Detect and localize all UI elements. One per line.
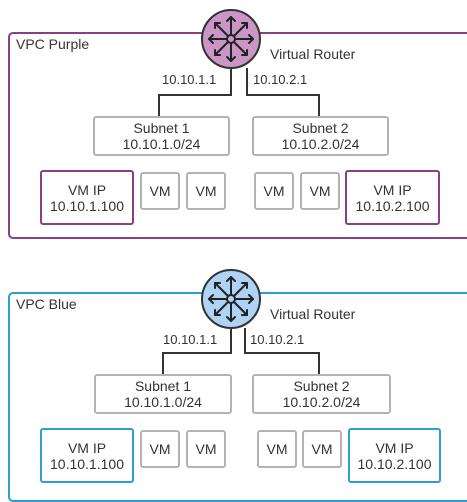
connector-line: [244, 328, 246, 354]
subnet-box: Subnet 1 10.10.1.0/24: [93, 116, 230, 156]
gateway-ip-label: 10.10.2.1: [253, 72, 308, 87]
vm-box: VM: [186, 172, 226, 210]
subnet-cidr: 10.10.1.0/24: [122, 136, 201, 152]
connector-line: [158, 94, 232, 96]
vpc-name: VPC Purple: [16, 36, 90, 52]
connector-line: [162, 352, 232, 354]
gateway-ip-label: 10.10.1.1: [162, 72, 217, 87]
connector-line: [230, 68, 232, 96]
connector-line: [246, 94, 320, 96]
connector-line: [318, 94, 320, 116]
subnet-label: Subnet 2: [292, 120, 349, 136]
gateway-ip-label: 10.10.2.1: [250, 332, 305, 347]
vm-ip-address: 10.10.1.100: [50, 197, 124, 214]
connector-line: [246, 68, 248, 96]
vm-ip-label: VM IP: [373, 181, 412, 198]
vm-ip-label: VM IP: [375, 439, 414, 456]
subnet-cidr: 10.10.2.0/24: [282, 394, 361, 410]
vm-ip-address: 10.10.1.100: [50, 455, 124, 472]
connector-line: [318, 352, 320, 374]
vpc-name: VPC Blue: [16, 296, 77, 312]
connector-line: [162, 352, 164, 374]
vm-box: VM: [140, 430, 180, 468]
vm-ip-box: VM IP 10.10.1.100: [40, 170, 134, 225]
gateway-ip-label: 10.10.1.1: [163, 332, 218, 347]
vm-ip-address: 10.10.2.100: [357, 455, 432, 472]
vm-box: VM: [254, 172, 294, 210]
vm-box: VM: [300, 172, 340, 210]
virtual-router-label: Virtual Router: [270, 46, 356, 62]
vm-box: VM: [140, 172, 180, 210]
subnet-box: Subnet 2 10.10.2.0/24: [252, 116, 389, 156]
subnet-cidr: 10.10.1.0/24: [124, 394, 202, 410]
connector-line: [158, 94, 160, 116]
vm-ip-box: VM IP 10.10.2.100: [345, 170, 440, 225]
vm-box: VM: [186, 430, 226, 468]
connector-line: [230, 328, 232, 354]
vm-ip-box: VM IP 10.10.2.100: [348, 428, 441, 483]
subnet-label: Subnet 2: [293, 378, 350, 394]
vm-ip-address: 10.10.2.100: [355, 197, 430, 214]
subnet-label: Subnet 1: [133, 120, 190, 136]
router-arrows-icon: [201, 269, 261, 329]
connector-line: [244, 352, 320, 354]
vm-box: VM: [302, 430, 342, 468]
subnet-cidr: 10.10.2.0/24: [281, 136, 360, 152]
vm-box: VM: [257, 430, 297, 468]
vm-ip-box: VM IP 10.10.1.100: [40, 428, 134, 483]
router-arrows-icon: [201, 9, 261, 69]
subnet-box: Subnet 2 10.10.2.0/24: [252, 374, 391, 414]
subnet-box: Subnet 1 10.10.1.0/24: [94, 374, 232, 414]
subnet-label: Subnet 1: [134, 378, 192, 394]
vm-ip-label: VM IP: [67, 181, 107, 198]
virtual-router-label: Virtual Router: [270, 306, 356, 322]
vm-ip-label: VM IP: [67, 439, 107, 456]
